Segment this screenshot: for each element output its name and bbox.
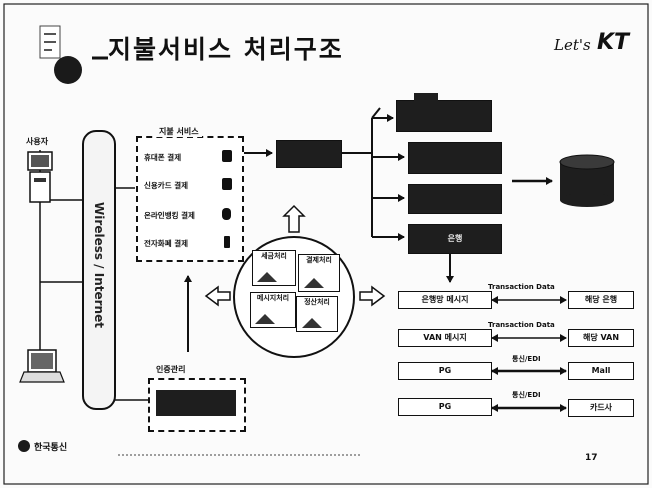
payment-services-box: 지불 서비스 휴대폰 결제 신용카드 결제 온라인뱅킹 결제 전자화폐 결제 bbox=[136, 126, 244, 262]
document-tile-icon: 정산처리 bbox=[296, 296, 338, 332]
connection-right-box: 카드사 bbox=[568, 399, 634, 417]
page-title: 지불서비스 처리구조 bbox=[108, 35, 344, 64]
mobile-phone-icon bbox=[222, 150, 232, 162]
output-box bbox=[408, 142, 502, 174]
payment-gateway-box bbox=[276, 140, 342, 168]
tile-label: 정산처리 bbox=[304, 298, 330, 306]
bank-icon bbox=[222, 208, 231, 220]
up-arrow-icon bbox=[282, 204, 306, 233]
tile-label: 결제처리 bbox=[306, 256, 332, 264]
payment-services-title: 지불 서비스 bbox=[156, 126, 202, 137]
company-logo-icon bbox=[18, 440, 30, 452]
service-item: 전자화폐 결제 bbox=[144, 239, 189, 248]
service-item: 온라인뱅킹 결제 bbox=[144, 211, 195, 220]
document-tile-icon: 메시지처리 bbox=[250, 292, 296, 328]
auth-inner-box bbox=[156, 390, 236, 416]
right-arrow-icon bbox=[359, 285, 386, 307]
user-label: 사용자 bbox=[26, 137, 49, 146]
footer-company: 한국통신 bbox=[34, 443, 68, 453]
tile-label: 메시지처리 bbox=[256, 294, 290, 302]
connection-left-box: PG bbox=[398, 398, 492, 416]
connection-link-label: Transaction Data bbox=[488, 321, 555, 329]
brand-tagline: Let's bbox=[554, 36, 591, 54]
auth-box bbox=[148, 378, 246, 432]
page-number: 17 bbox=[585, 453, 598, 463]
laptop-icon bbox=[19, 349, 65, 383]
connection-link-label: 통신/EDI bbox=[512, 355, 541, 363]
document-tile-icon: 세금처리 bbox=[252, 250, 296, 286]
connection-link-label: 통신/EDI bbox=[512, 391, 541, 399]
e-money-icon bbox=[224, 236, 230, 248]
connection-left-box: PG bbox=[398, 362, 492, 380]
left-arrow-icon bbox=[204, 285, 231, 307]
connection-link-label: Transaction Data bbox=[488, 283, 555, 291]
folder-tab bbox=[414, 93, 438, 101]
document-tile-icon: 결제처리 bbox=[298, 254, 340, 292]
output-box bbox=[396, 100, 492, 132]
bank-box: 은행 bbox=[408, 224, 502, 254]
auth-title: 인증관리 bbox=[156, 365, 186, 374]
network-label: Wireless / Internet bbox=[92, 202, 106, 328]
credit-card-icon bbox=[222, 178, 232, 190]
connection-right-box: 해당 VAN bbox=[568, 329, 634, 347]
output-box bbox=[408, 184, 502, 214]
database-icon bbox=[559, 154, 615, 207]
computer-icon bbox=[27, 151, 53, 203]
service-item: 휴대폰 결제 bbox=[144, 153, 182, 162]
connection-right-box: 해당 은행 bbox=[568, 291, 634, 309]
connection-right-box: Mall bbox=[568, 362, 634, 380]
brand-name: KT bbox=[597, 30, 630, 55]
connection-left-box: 은행망 메시지 bbox=[398, 291, 492, 309]
service-item: 신용카드 결제 bbox=[144, 181, 189, 190]
connection-left-box: VAN 메시지 bbox=[398, 329, 492, 347]
kt-globe-logo bbox=[39, 25, 82, 84]
network-cloud: Wireless / Internet bbox=[82, 130, 116, 410]
tile-label: 세금처리 bbox=[261, 252, 287, 260]
